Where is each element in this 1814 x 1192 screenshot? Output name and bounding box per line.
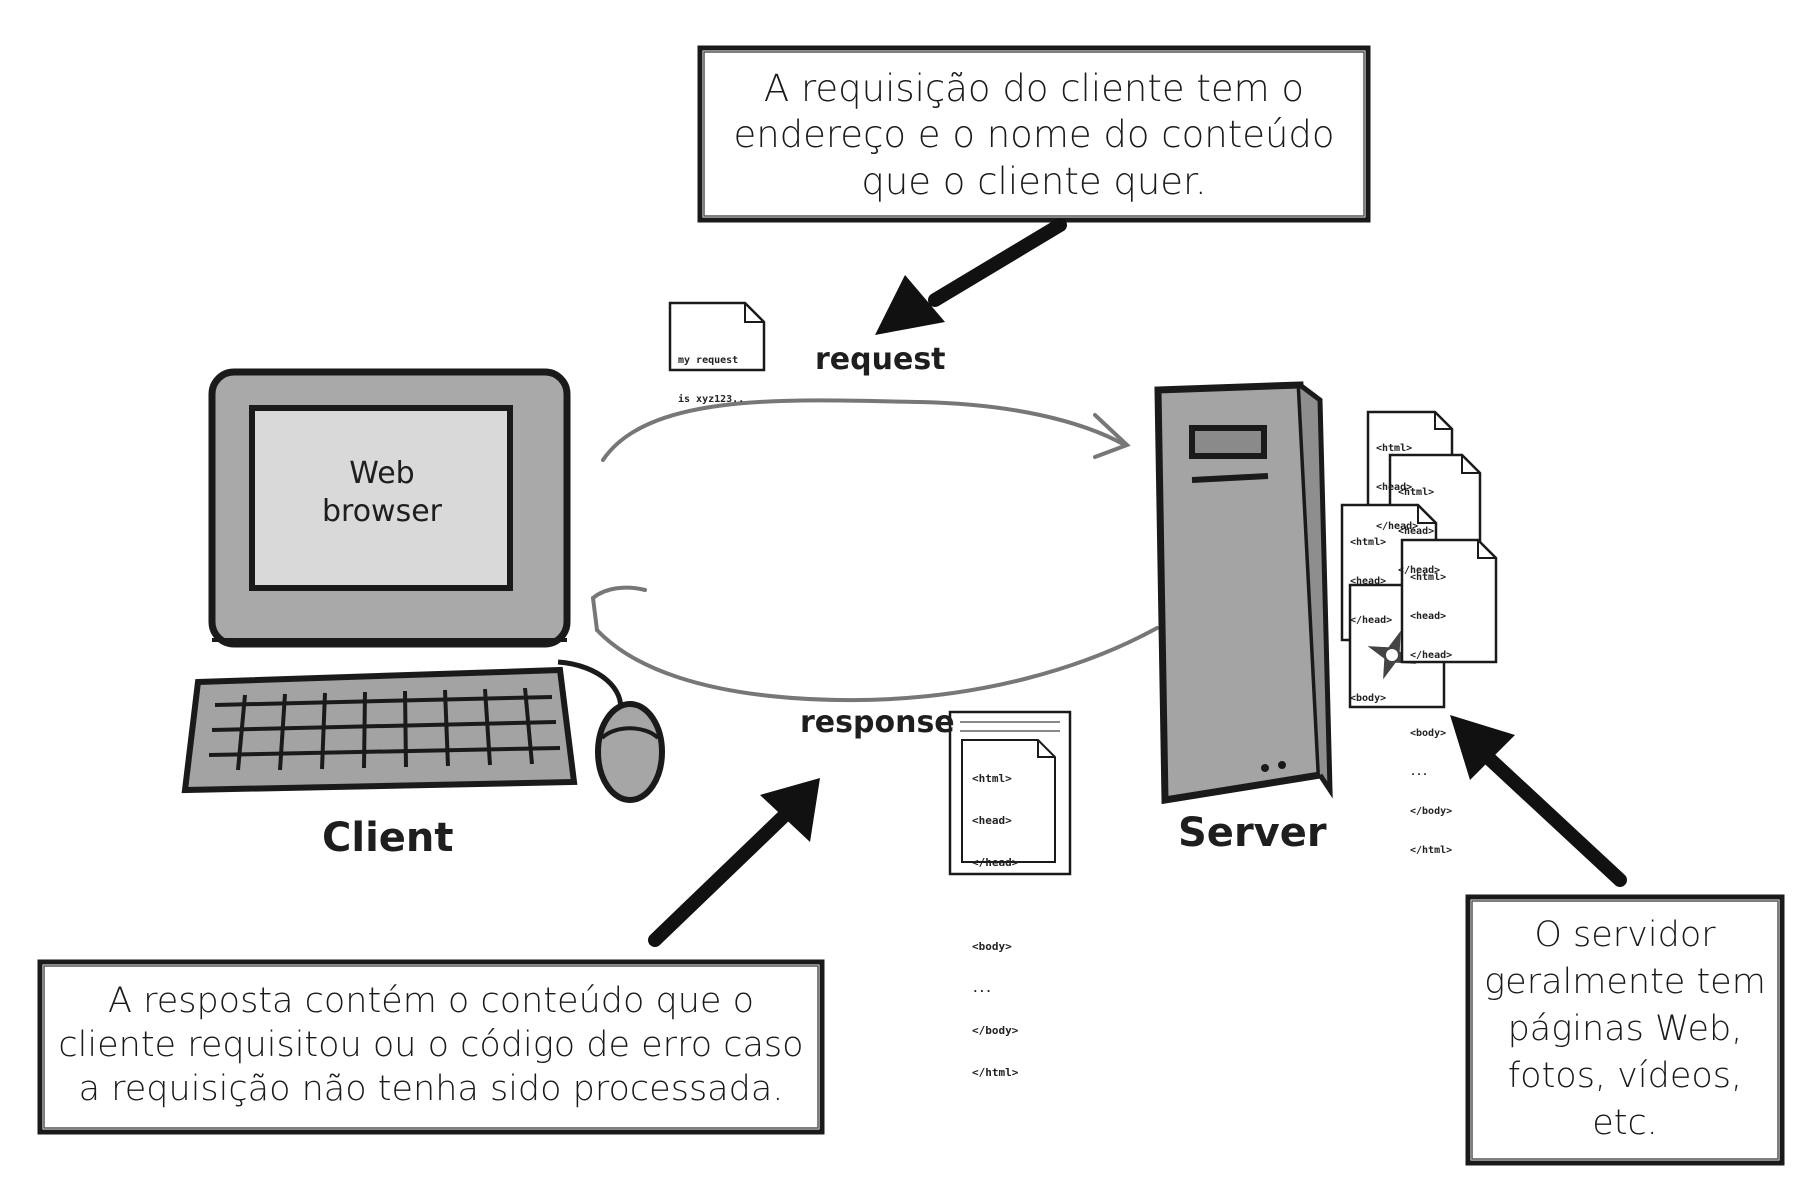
response-callout-line: cliente requisitou ou o código de erro c… — [58, 1024, 804, 1065]
response-callout-line: a requisição não tenha sido processada. — [78, 1068, 784, 1109]
code-line: <body> — [1410, 728, 1447, 739]
request-label: request — [815, 342, 946, 377]
request-callout-text: A requisição do cliente tem o endereço e… — [704, 66, 1364, 205]
code-line: <head> — [1376, 482, 1413, 493]
server-tower-illustration — [1154, 381, 1333, 805]
request-callout-line: endereço e o nome do conteúdo — [733, 113, 1335, 157]
code-line: </body> — [1410, 806, 1453, 817]
response-callout-line: A resposta contém o conteúdo que o — [108, 981, 754, 1021]
server-documents-stack — [1340, 410, 1498, 709]
server-callout-box — [1465, 894, 1785, 1166]
code-line: </body> — [972, 1024, 1019, 1037]
server-doc3-text: <html> <head> </head> <body> — [1350, 510, 1392, 718]
code-line: <body> — [1350, 693, 1387, 704]
response-label: response — [800, 705, 955, 740]
response-callout-box — [37, 959, 825, 1135]
screen-label-line: browser — [321, 494, 443, 529]
code-line: is xyz123.. — [678, 394, 745, 405]
code-line: <html> — [1398, 487, 1435, 498]
request-pointer-arrow — [875, 218, 1067, 335]
response-flow-arrow — [591, 585, 1159, 703]
code-line: <head> — [1410, 611, 1447, 622]
code-line: <head> — [1350, 576, 1387, 587]
client-label: Client — [322, 815, 454, 861]
code-line: ... — [1410, 767, 1429, 778]
code-line: <body> — [972, 940, 1012, 953]
request-callout-line: que o cliente quer. — [861, 159, 1207, 203]
server-doc4-text: <html> <head> </head> <body> ... </body>… — [1410, 545, 1452, 870]
server-callout-line: fotos, vídeos, — [1507, 1056, 1743, 1096]
code-line: </head> — [972, 856, 1019, 869]
response-pointer-arrow — [648, 778, 820, 947]
code-line: </head> — [1350, 615, 1393, 626]
code-line: <html> — [1410, 572, 1447, 583]
response-document-icon — [948, 710, 1072, 876]
request-document-text: my request is xyz123.. — [678, 328, 744, 419]
response-document-text: <html> <head> </head> <body> ... </body>… — [972, 744, 1018, 1094]
server-doc1-text: <html> <head> </head> — [1376, 416, 1418, 546]
code-line: <head> — [972, 814, 1012, 827]
server-label: Server — [1178, 810, 1327, 856]
request-flow-arrow — [601, 398, 1131, 462]
code-line: my request — [678, 355, 739, 366]
code-line — [1350, 653, 1392, 666]
code-line — [1410, 688, 1452, 701]
code-line: </head> — [1398, 565, 1441, 576]
code-line: </head> — [1376, 521, 1419, 532]
server-callout-text: O servidor geralmente tem páginas Web, f… — [1472, 912, 1778, 1147]
server-callout-line: geralmente tem — [1484, 962, 1766, 1002]
server-callout-line: etc. — [1592, 1103, 1658, 1143]
server-callout-line: páginas Web, — [1507, 1009, 1743, 1049]
server-pointer-arrow — [1450, 715, 1627, 887]
code-line: </html> — [1410, 845, 1453, 856]
code-line: <html> — [1350, 537, 1387, 548]
code-line: ... — [972, 982, 992, 995]
ninja-star-icon — [1367, 630, 1417, 680]
code-line — [972, 898, 1018, 912]
code-line: <html> — [972, 772, 1012, 785]
client-computer-illustration — [181, 368, 665, 803]
request-callout-line: A requisição do cliente tem o — [763, 67, 1305, 110]
request-callout-box — [697, 45, 1371, 223]
code-line: </head> — [1410, 650, 1453, 661]
code-line: <html> — [1376, 443, 1413, 454]
request-document-icon — [668, 301, 766, 372]
code-line: <head> — [1398, 526, 1435, 537]
response-callout-text: A resposta contém o conteúdo que o clien… — [44, 980, 818, 1111]
server-doc2-text: <html> <head> </head> — [1398, 460, 1440, 590]
server-callout-line: O servidor — [1534, 915, 1716, 955]
screen-label-line: Web — [349, 456, 415, 491]
screen-label: Web browser — [312, 455, 452, 531]
code-line: </html> — [972, 1066, 1019, 1079]
